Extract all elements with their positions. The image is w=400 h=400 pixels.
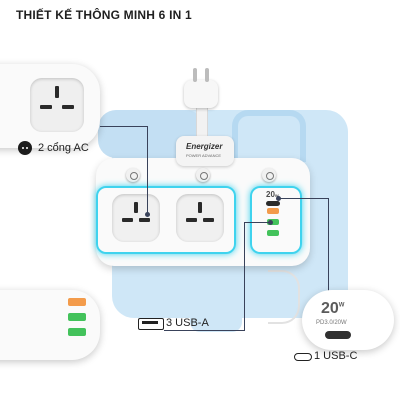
socket-pin <box>40 105 52 109</box>
mounting-tab <box>190 290 242 332</box>
side-cable <box>268 270 300 324</box>
ac-socket-left <box>112 194 160 242</box>
power-plug <box>184 68 218 108</box>
zoom-ac-socket <box>30 78 84 132</box>
brand-subtitle: POWER ADVANCE <box>186 153 222 158</box>
strip-usbc-port <box>266 201 280 206</box>
ac-outlet-icon <box>18 141 32 155</box>
ac-socket-right <box>176 194 224 242</box>
usba-leader-line <box>164 330 244 331</box>
ac-highlight <box>96 186 236 254</box>
strip-usba-port <box>267 219 279 225</box>
usbc-rating-on-strip: 20W <box>266 190 279 199</box>
zoom-usba-port <box>68 313 86 321</box>
usbc-power-rating: 20W <box>321 300 345 317</box>
power-button-left <box>126 168 140 182</box>
mounting-bracket <box>232 110 306 162</box>
power-button-middle <box>196 168 210 182</box>
usbc-leader-dot <box>276 196 281 201</box>
socket-pin <box>186 218 197 222</box>
strip-usba-port <box>267 230 279 236</box>
usba-leader-dot <box>268 220 273 225</box>
usbc-leader-line <box>328 198 329 292</box>
ac-zoom-callout <box>0 64 100 148</box>
usba-zoom-callout <box>0 290 100 360</box>
usbc-zoom-callout <box>302 290 394 350</box>
plug-pin-left <box>193 68 197 82</box>
usba-label: 3 USB-A <box>166 317 209 329</box>
usbc-leader-line <box>278 198 328 199</box>
socket-pin <box>198 202 202 213</box>
socket-pin <box>122 218 133 222</box>
ac-leader-dot <box>145 212 150 217</box>
ac-leader-line <box>100 126 148 127</box>
usbc-spec-text: PD3.0/20W <box>316 320 347 326</box>
socket-pin <box>139 218 150 222</box>
usbc-port <box>325 331 351 339</box>
strip-usba-port <box>267 208 279 214</box>
ac-label: 2 cổng AC <box>38 142 89 154</box>
socket-pin <box>134 202 138 213</box>
zoom-usba-port <box>68 328 86 336</box>
usb-highlight <box>250 186 302 254</box>
usba-leader-line <box>244 222 245 331</box>
brand-panel <box>176 136 234 166</box>
power-button-right <box>262 168 276 182</box>
socket-pin <box>203 218 214 222</box>
socket-pin <box>55 86 59 98</box>
usba-leader-line <box>244 222 270 223</box>
ac-leader-line <box>147 126 148 214</box>
plug-pin-right <box>205 68 209 82</box>
brand-logo: Energizer <box>186 142 223 151</box>
usb-a-icon <box>138 318 164 330</box>
socket-pin <box>62 105 74 109</box>
zoom-usba-port <box>68 298 86 306</box>
usbc-label: 1 USB-C <box>314 350 358 362</box>
page-title: THIẾT KẾ THÔNG MINH 6 IN 1 <box>16 8 192 22</box>
usb-c-icon <box>294 353 312 361</box>
